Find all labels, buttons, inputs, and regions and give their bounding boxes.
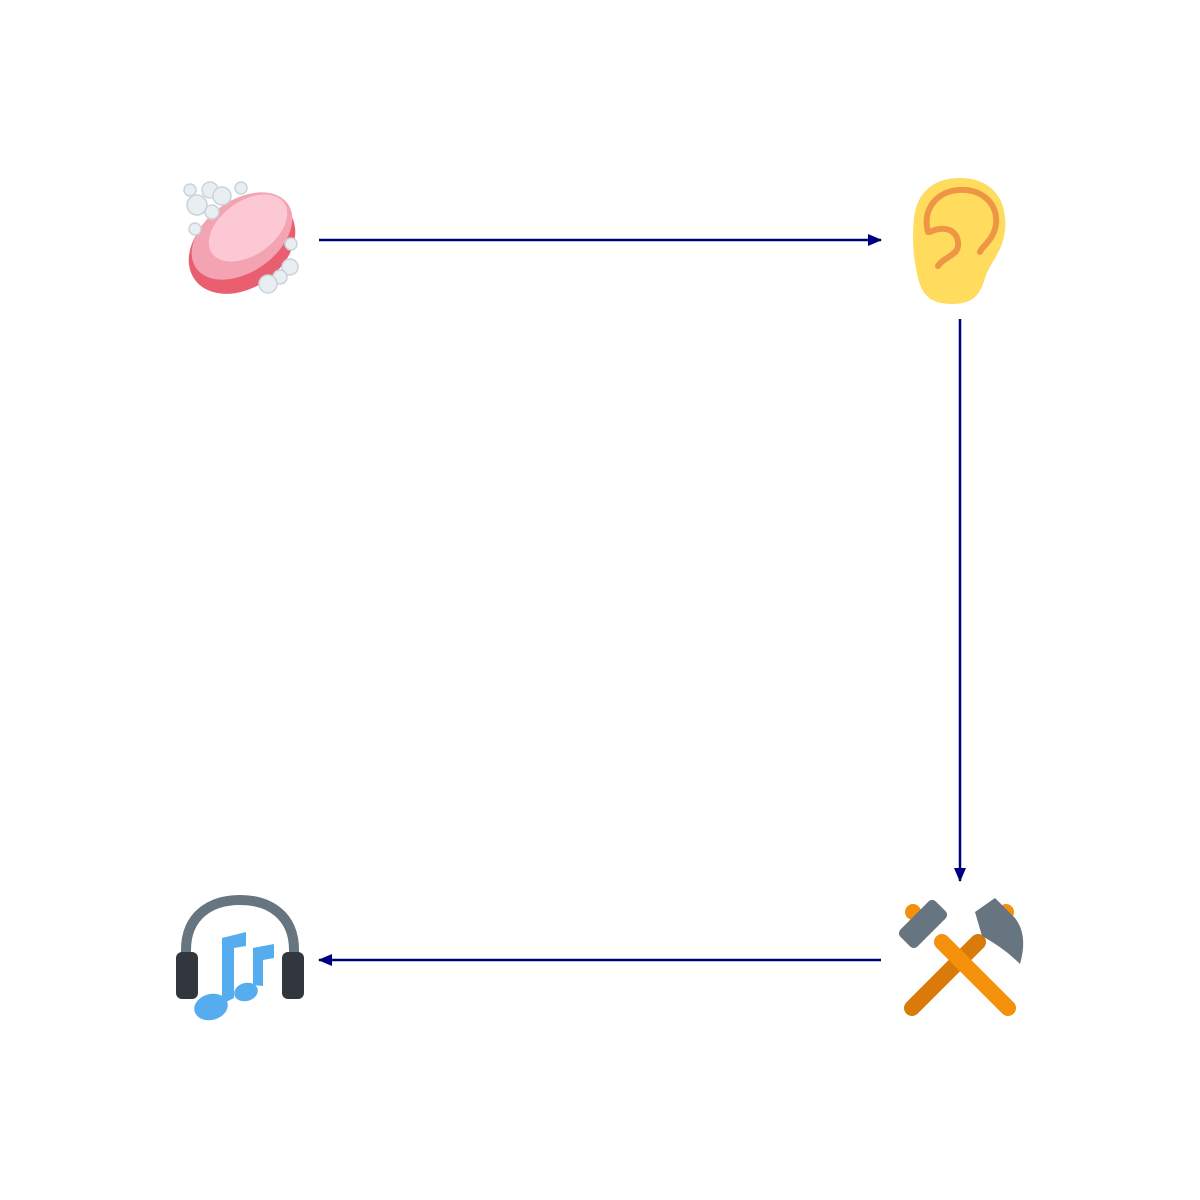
ear-icon	[913, 178, 1006, 304]
edges	[318, 234, 966, 966]
headphones-music-icon	[176, 894, 304, 1021]
soap-icon	[183, 181, 299, 294]
hammer-and-pick-icon	[898, 898, 1024, 1016]
